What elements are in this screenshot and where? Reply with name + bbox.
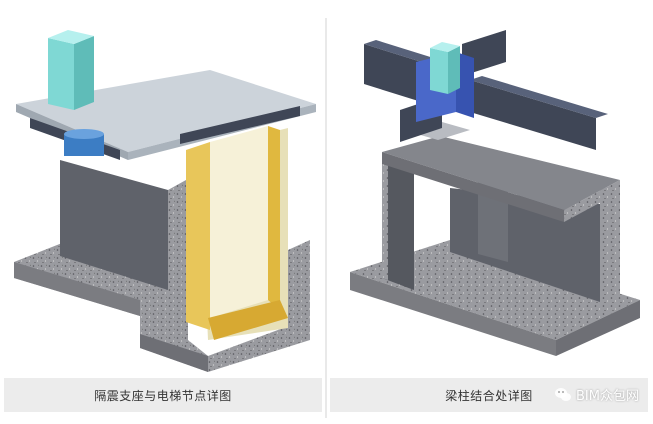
caption-bar-right: 梁柱结合处详图 — [330, 378, 648, 412]
steel-beam-right-flange — [470, 76, 608, 118]
foundation-slab — [350, 240, 640, 340]
cyan-column-side — [74, 36, 94, 110]
elevator-frame-left — [186, 142, 210, 330]
left-pillar — [382, 160, 414, 290]
right-panel: 梁柱结合处详图 BIM众包网 — [330, 0, 653, 424]
cyan-column-side — [448, 46, 460, 94]
isolation-bearing-elevator-illustration — [14, 30, 316, 372]
top-slab — [382, 136, 620, 210]
caption-right: 梁柱结合处详图 — [445, 388, 533, 403]
steel-beam-left-flange — [364, 40, 440, 64]
left-pillar-side — [382, 156, 388, 280]
cyan-column-front — [48, 38, 74, 110]
elevator-frame-right — [268, 126, 280, 310]
left-panel: 隔震支座与电梯节点详图 — [0, 0, 322, 424]
panel-divider — [325, 18, 327, 418]
foundation-side — [556, 300, 640, 356]
isolation-bearing — [64, 134, 104, 156]
blue-connection-plate-2 — [456, 52, 474, 118]
beam-column-joint-illustration — [350, 30, 640, 356]
pedestal-side — [168, 180, 186, 290]
cyan-column-top — [430, 42, 460, 52]
pedestal-front — [60, 160, 168, 290]
caption-bar-left: 隔震支座与电梯节点详图 — [4, 378, 322, 412]
pit-wall-right — [288, 240, 310, 328]
base-plate — [410, 122, 470, 140]
top-slab-side — [564, 180, 620, 222]
top-slab-front — [382, 152, 564, 222]
cyan-column-top — [48, 30, 94, 44]
right-pillar — [600, 182, 620, 306]
foundation-front — [350, 272, 556, 356]
elevator-frame-back — [210, 126, 268, 318]
watermark-text: BIM众包网 — [576, 389, 639, 404]
cyan-column-front — [430, 48, 448, 94]
caption-left: 隔震支座与电梯节点详图 — [94, 388, 232, 403]
steel-beam-right — [470, 80, 596, 150]
watermark: BIM众包网 — [554, 385, 639, 404]
bearing-top — [64, 129, 104, 139]
steel-beam-2 — [180, 106, 300, 144]
elevator-frame-bottom — [208, 300, 288, 340]
pit-base-front — [140, 334, 208, 372]
wechat-icon — [555, 387, 572, 401]
foundation-front — [14, 262, 140, 316]
